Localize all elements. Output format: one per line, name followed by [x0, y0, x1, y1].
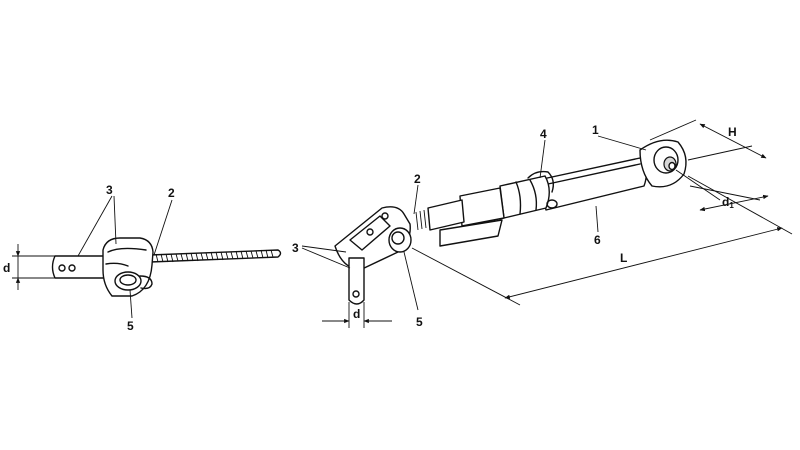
left-lock-pin [114, 271, 153, 291]
leader-3a [301, 245, 347, 253]
left-label-2: 2 [168, 186, 175, 200]
label-d: d [353, 307, 360, 321]
main-tube [537, 157, 647, 211]
leader-4 [539, 139, 546, 179]
dim-H [649, 119, 767, 161]
front-pin-shaft [348, 257, 365, 305]
left-leader-3a [77, 195, 113, 257]
dim-d1 [675, 169, 769, 212]
left-leader-5 [129, 289, 133, 319]
label-2: 2 [414, 172, 421, 186]
rear-ball-joint [639, 139, 687, 188]
leader-3b [301, 247, 351, 269]
left-dim-d [12, 244, 55, 290]
label-1: 1 [592, 123, 599, 137]
leader-2 [413, 184, 419, 215]
left-leader-3b [113, 195, 117, 245]
label-5: 5 [416, 315, 423, 329]
label-4: 4 [540, 127, 547, 141]
label-H: H [728, 125, 737, 139]
left-leader-2 [153, 199, 173, 256]
left-label-d: d [3, 261, 10, 275]
right-assembly: 1 4 2 3 5 6 d L H d1 [292, 119, 793, 329]
label-L: L [620, 251, 627, 265]
front-lock-pin [388, 227, 412, 253]
left-pin-shaft [51, 255, 109, 279]
left-label-5: 5 [127, 319, 134, 333]
label-d1: d1 [722, 195, 734, 210]
leader-5 [403, 251, 419, 311]
label-3: 3 [292, 241, 299, 255]
leader-1 [597, 135, 647, 151]
leader-6 [595, 205, 599, 233]
inner-shaft [415, 187, 505, 247]
left-label-3: 3 [106, 183, 113, 197]
right-dim-d [322, 302, 392, 328]
left-assembly: 3 2 5 d [3, 183, 282, 333]
left-threaded-rod [149, 249, 282, 263]
label-6: 6 [594, 233, 601, 247]
adjust-sleeve [499, 170, 558, 219]
